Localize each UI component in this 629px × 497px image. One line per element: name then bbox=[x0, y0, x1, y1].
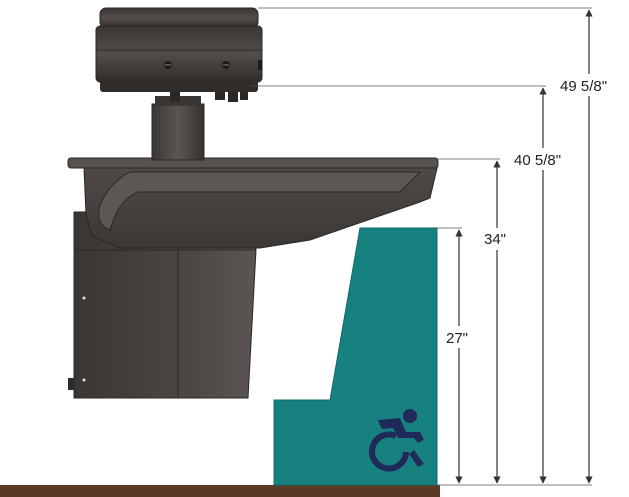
wheelchair-accessibility-icon bbox=[369, 409, 424, 472]
floor bbox=[0, 485, 440, 497]
wash-bowl bbox=[67, 157, 439, 249]
bowl-rim-height-label: 34" bbox=[484, 231, 506, 248]
sprayhead-column bbox=[151, 96, 205, 161]
dimension-extension-lines bbox=[250, 7, 592, 486]
knee-clearance-label: 27" bbox=[446, 330, 468, 347]
knee-clearance-zone bbox=[273, 227, 438, 486]
sprayhead-height-label: 40 5/8" bbox=[514, 152, 561, 169]
sprayhead-cap bbox=[95, 7, 263, 102]
overall-height-label: 49 5/8" bbox=[560, 78, 607, 95]
